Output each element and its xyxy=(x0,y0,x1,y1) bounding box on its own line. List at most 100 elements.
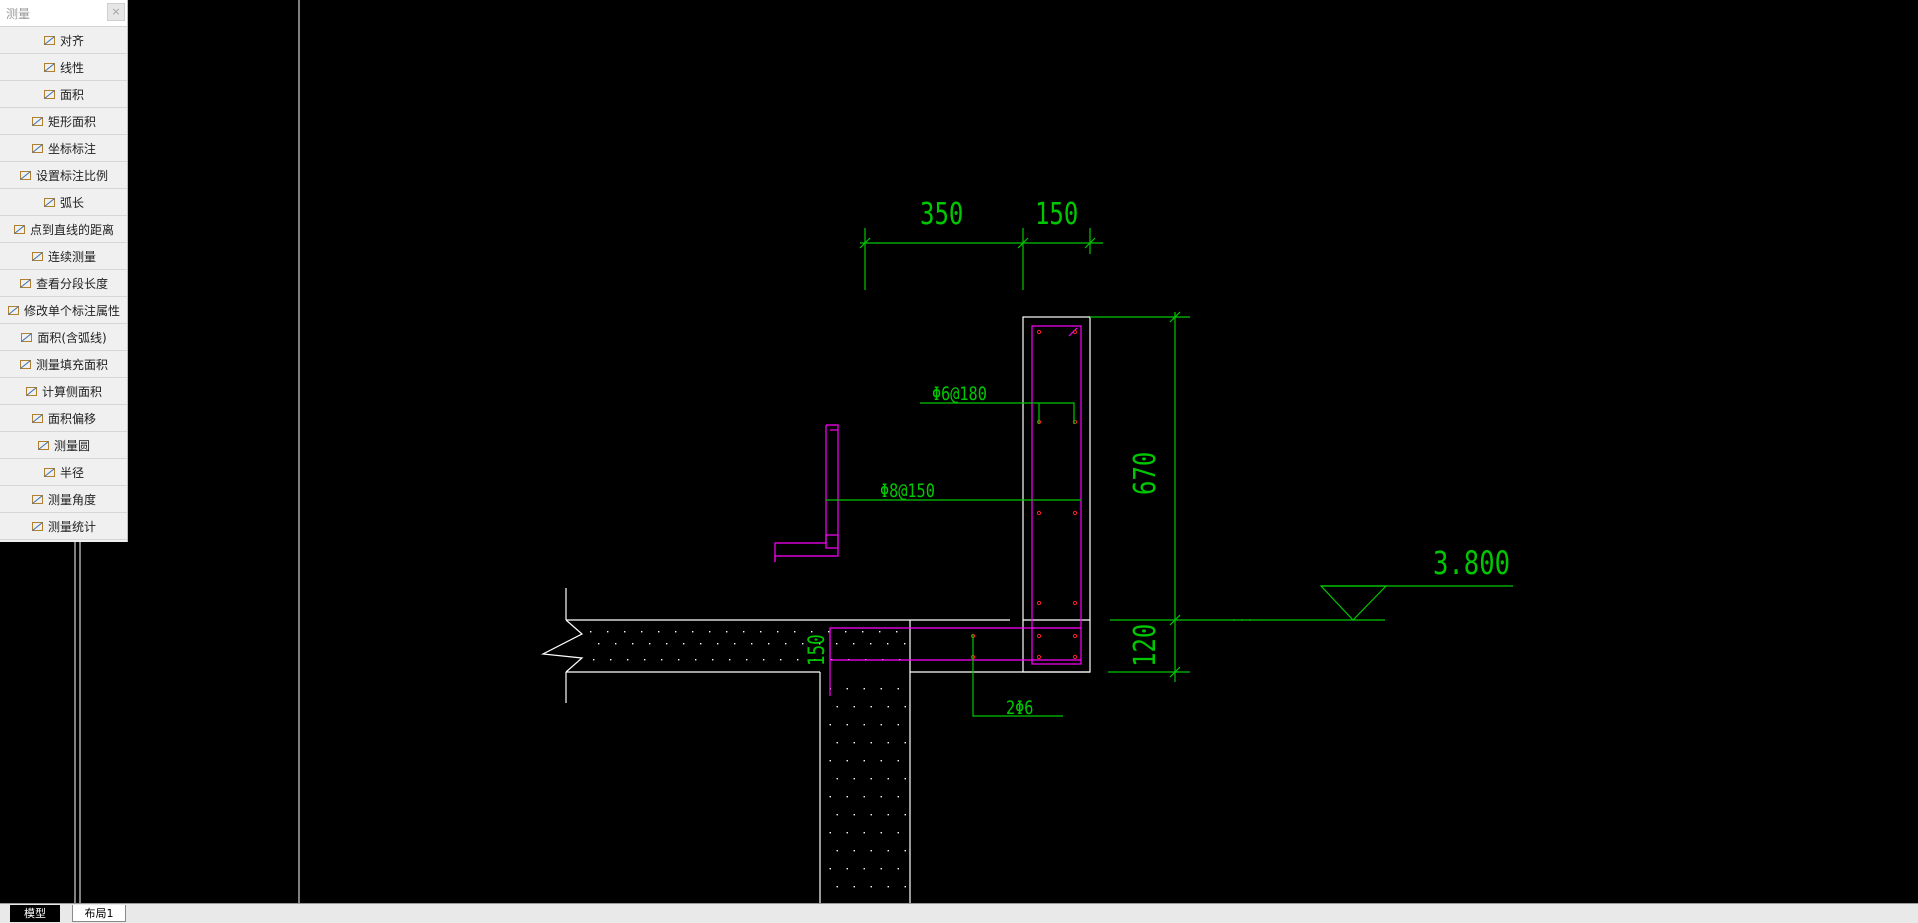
hatch-dot xyxy=(853,706,855,708)
hatch-dot xyxy=(794,631,796,633)
tool-label: 测量填充面积 xyxy=(35,357,108,372)
tool-label: 面积偏移 xyxy=(47,411,96,426)
arc-area-icon xyxy=(20,331,33,344)
hatch-dot xyxy=(853,778,855,780)
align-dimension-icon xyxy=(43,34,56,47)
hatch-dot xyxy=(846,796,848,798)
tool-item[interactable]: 测量圆 xyxy=(0,432,127,459)
hatch-dot xyxy=(607,631,609,633)
hatch-dot xyxy=(649,643,651,645)
hatch-dot xyxy=(802,643,804,645)
tool-item[interactable]: 连续测量 xyxy=(0,243,127,270)
tool-item[interactable]: 点到直线的距离 xyxy=(0,216,127,243)
tool-label: 测量圆 xyxy=(53,438,90,453)
hatch-dot xyxy=(785,643,787,645)
hatch-dot xyxy=(615,643,617,645)
hatch-dot xyxy=(896,631,898,633)
hatch-dot xyxy=(904,814,906,816)
concrete-hatch xyxy=(590,631,906,888)
tool-item[interactable]: 计算侧面积 xyxy=(0,378,127,405)
dim-150-label: 150 xyxy=(1035,197,1078,231)
hatch-dot xyxy=(904,886,906,888)
hatch-dot xyxy=(863,724,865,726)
tool-label: 设置标注比例 xyxy=(35,168,108,183)
tool-item[interactable]: 测量角度 xyxy=(0,486,127,513)
hatch-area-icon xyxy=(19,358,32,371)
arc-length-icon xyxy=(43,196,56,209)
hatch-dot xyxy=(624,631,626,633)
tool-item[interactable]: 矩形面积 xyxy=(0,108,127,135)
tool-item[interactable]: 线性 xyxy=(0,54,127,81)
hatch-dot xyxy=(829,724,831,726)
hatch-dot xyxy=(836,778,838,780)
hatch-dot xyxy=(692,631,694,633)
hatch-dot xyxy=(863,688,865,690)
tool-label: 点到直线的距离 xyxy=(29,222,114,237)
tool-label: 弧长 xyxy=(59,195,84,210)
hatch-dot xyxy=(836,742,838,744)
hatch-dot xyxy=(846,832,848,834)
hatch-dot xyxy=(836,643,838,645)
hatch-dot xyxy=(879,631,881,633)
hatch-dot xyxy=(641,631,643,633)
circle-measure-icon xyxy=(37,439,50,452)
panel-title: 测量 xyxy=(6,7,31,21)
tool-list: 对齐线性面积矩形面积坐标标注设置标注比例弧长点到直线的距离连续测量查看分段长度修… xyxy=(0,27,127,540)
tool-item[interactable]: 对齐 xyxy=(0,27,127,54)
linear-dimension-icon xyxy=(43,61,56,74)
hatch-dot xyxy=(846,688,848,690)
hatch-dot xyxy=(811,631,813,633)
radius-icon xyxy=(43,466,56,479)
tool-item[interactable]: 查看分段长度 xyxy=(0,270,127,297)
hatch-dot xyxy=(751,643,753,645)
dim-350-label: 350 xyxy=(920,197,963,231)
hatch-dot xyxy=(846,724,848,726)
tool-item[interactable]: 面积偏移 xyxy=(0,405,127,432)
hatch-dot xyxy=(846,868,848,870)
rectangle-area-icon xyxy=(31,115,44,128)
tool-item[interactable]: 坐标标注 xyxy=(0,135,127,162)
layout-tabs: 模型 布局1 xyxy=(0,903,1918,923)
statistics-icon xyxy=(31,520,44,533)
hatch-dot xyxy=(658,631,660,633)
hatch-dot xyxy=(610,659,612,661)
hatch-dot xyxy=(780,659,782,661)
tab-model[interactable]: 模型 xyxy=(10,905,60,922)
hatch-dot xyxy=(836,850,838,852)
tool-label: 修改单个标注属性 xyxy=(23,303,120,318)
tool-label: 计算侧面积 xyxy=(41,384,102,399)
hatch-dot xyxy=(709,631,711,633)
tool-item[interactable]: 半径 xyxy=(0,459,127,486)
hatch-dot xyxy=(797,659,799,661)
dim-670-label: 670 xyxy=(1128,452,1162,495)
hatch-dot xyxy=(829,868,831,870)
hatch-dot xyxy=(897,796,899,798)
tool-label: 对齐 xyxy=(59,33,84,48)
side-area-icon xyxy=(25,385,38,398)
tab-layout1[interactable]: 布局1 xyxy=(72,905,126,922)
hatch-dot xyxy=(853,643,855,645)
tool-label: 坐标标注 xyxy=(47,141,96,156)
tool-item[interactable]: 面积 xyxy=(0,81,127,108)
tool-item[interactable]: 修改单个标注属性 xyxy=(0,297,127,324)
tool-item[interactable]: 弧长 xyxy=(0,189,127,216)
tool-item[interactable]: 面积(含弧线) xyxy=(0,324,127,351)
hatch-dot xyxy=(777,631,779,633)
tool-item[interactable]: 设置标注比例 xyxy=(0,162,127,189)
close-button[interactable]: × xyxy=(107,3,125,21)
continuous-measure-icon xyxy=(31,250,44,263)
tool-label: 矩形面积 xyxy=(47,114,96,129)
dimension-texts: 350 150 Φ6@180 Φ8@150 2Φ6 3.800 670 120 … xyxy=(804,197,1510,719)
coordinate-icon xyxy=(31,142,44,155)
hatch-dot xyxy=(897,832,899,834)
tool-item[interactable]: 测量填充面积 xyxy=(0,351,127,378)
hatch-dot xyxy=(828,631,830,633)
hatch-dot xyxy=(746,659,748,661)
hatch-dot xyxy=(734,643,736,645)
hatch-dot xyxy=(897,760,899,762)
hatch-dot xyxy=(829,832,831,834)
tool-item[interactable]: 测量统计 xyxy=(0,513,127,540)
hatch-dot xyxy=(678,659,680,661)
hatch-dot xyxy=(887,706,889,708)
